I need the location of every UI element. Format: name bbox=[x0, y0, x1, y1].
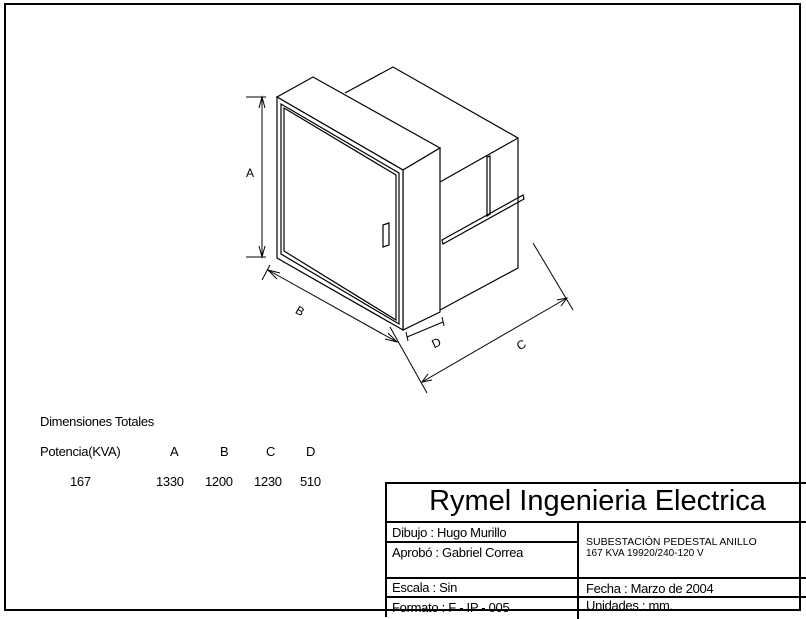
cell-potencia: 167 bbox=[70, 474, 91, 489]
header-c: C bbox=[266, 444, 276, 459]
back-box bbox=[344, 66, 525, 311]
company-name: Rymel Ingenieria Electrica bbox=[429, 485, 766, 517]
cell-d: 510 bbox=[300, 474, 321, 489]
date: Fecha : Marzo de 2004 bbox=[586, 581, 714, 596]
format: Formato : F - IP - 005 bbox=[392, 600, 510, 615]
units: Unidades : mm. bbox=[586, 598, 673, 613]
table-title: Dimensiones Totales bbox=[40, 414, 155, 429]
description-line2: 167 KVA 19920/240-120 V bbox=[586, 548, 704, 559]
description-line1: SUBESTACIÓN PEDESTAL ANILLO bbox=[586, 536, 757, 548]
drawn-by: Dibujo : Hugo Murillo bbox=[392, 525, 507, 540]
scale: Escala : Sin bbox=[392, 580, 458, 595]
header-potencia: Potencia(KVA) bbox=[40, 444, 121, 459]
header-b: B bbox=[220, 444, 229, 459]
header-d: D bbox=[306, 444, 316, 459]
title-block: Rymel Ingenieria Electrica Dibujo : Hugo… bbox=[385, 482, 806, 619]
cell-c: 1230 bbox=[254, 474, 282, 489]
dimension-lines bbox=[246, 95, 574, 394]
door-latch bbox=[382, 222, 390, 248]
front-cabinet bbox=[275, 76, 442, 332]
cell-a: 1330 bbox=[156, 474, 184, 489]
cell-b: 1200 bbox=[205, 474, 233, 489]
header-a: A bbox=[170, 444, 179, 459]
dim-label-a: A bbox=[246, 166, 254, 180]
approved-by: Aprobó : Gabriel Correa bbox=[392, 545, 524, 560]
drawing-border bbox=[4, 3, 801, 611]
